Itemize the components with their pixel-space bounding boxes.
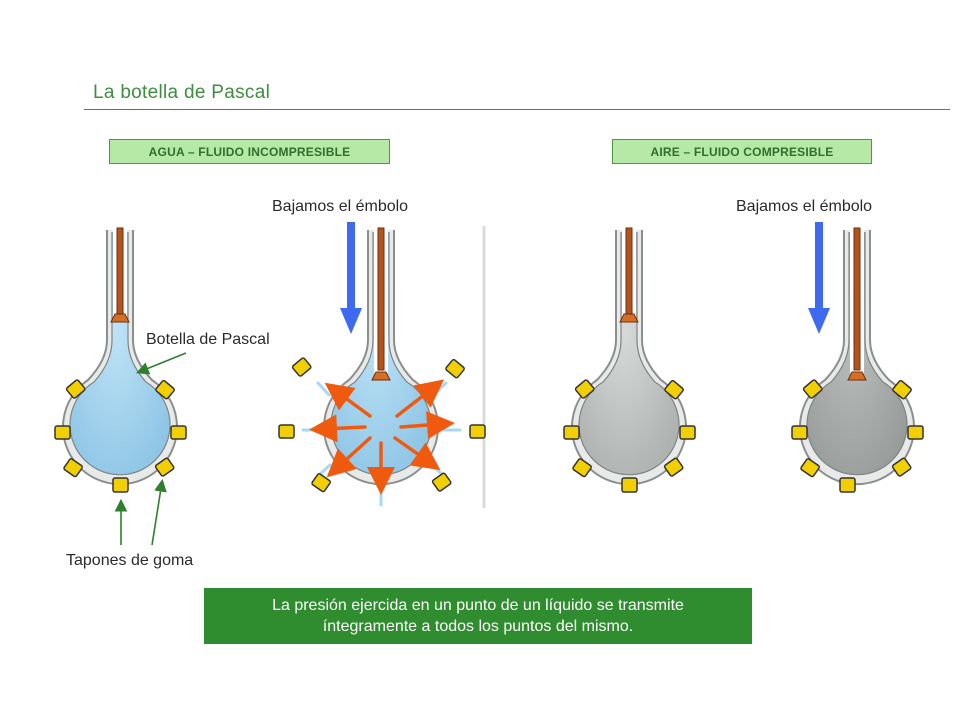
water-bottle-rest <box>54 227 187 493</box>
push-plunger-caption-water: Bajamos el émbolo <box>272 198 409 215</box>
conclusion-line-1: La presión ejercida en un punto de un lí… <box>272 597 684 614</box>
air-bottle-rest <box>563 227 696 493</box>
conclusion-box: La presión ejercida en un punto de un lí… <box>204 588 752 644</box>
conclusion-line-2: íntegramente a todos los puntos del mism… <box>322 618 634 635</box>
water-bottle-pressed <box>278 226 486 508</box>
air-bottle-pressed <box>791 227 924 493</box>
push-plunger-caption-air: Bajamos el émbolo <box>736 198 873 215</box>
annotation-arrows <box>114 352 187 546</box>
flying-plugs <box>278 357 486 493</box>
push-down-arrow-air <box>808 222 830 334</box>
title-divider <box>84 109 950 110</box>
air-panel-label: AIRE – FLUIDO COMPRESIBLE <box>612 139 872 164</box>
rubber-plugs <box>54 379 187 493</box>
bottle-caption: Botella de Pascal <box>146 331 270 348</box>
page-title: La botella de Pascal <box>93 82 271 103</box>
plugs-caption: Tapones de goma <box>66 552 194 569</box>
pressure-arrows <box>309 379 455 495</box>
water-panel-label: AGUA – FLUIDO INCOMPRESIBLE <box>109 139 390 164</box>
push-down-arrow-water <box>340 222 362 334</box>
